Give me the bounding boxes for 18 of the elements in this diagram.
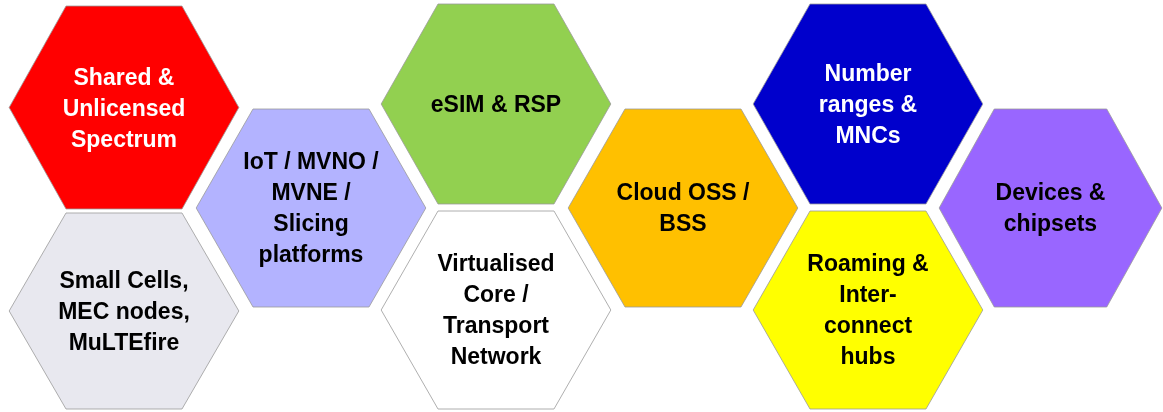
hexagon-tile [8,212,240,410]
hexagon-tile [8,5,240,210]
hexagon-label: eSIM & RSP [429,89,563,119]
hexagon-label: Virtualised Core / Transport Network [436,249,556,371]
hexagon-tile [380,210,612,410]
hexagon-label: Small Cells, MEC nodes, MuLTEfire [57,265,191,357]
hexagon-label: Devices & chipsets [994,178,1107,238]
hexagon-label: IoT / MVNO / MVNE / Slicing platforms [242,147,380,269]
hexagon-tile [752,3,984,205]
hexagon-tile [752,210,984,410]
hexagon-tile [567,108,799,308]
hexagon-tile [938,108,1163,308]
hexagon-tile [380,3,612,205]
hexagon-label: Cloud OSS / BSS [615,178,751,238]
hexagon-label: Roaming & Inter-connect hubs [806,249,930,371]
hexagon-tile [195,108,427,308]
hexagon-label: Shared & Unlicensed Spectrum [61,62,187,154]
hexagon-label: Number ranges & MNCs [817,58,919,150]
